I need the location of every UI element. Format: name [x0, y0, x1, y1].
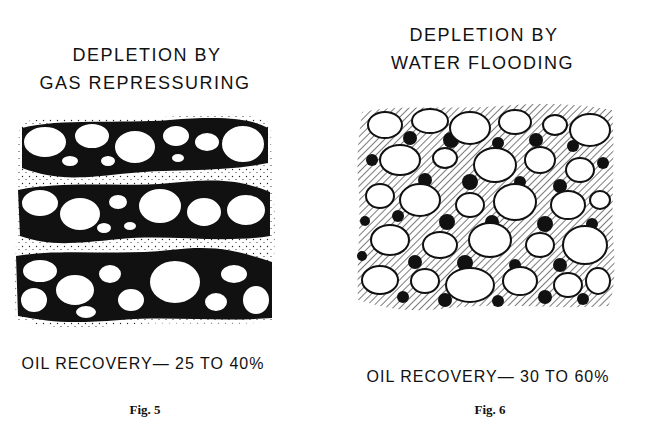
water-region [357, 104, 614, 310]
sand-grain [400, 184, 440, 216]
sand-grain [526, 233, 554, 257]
sand-grain [138, 188, 182, 224]
sand-grain [412, 109, 448, 133]
sand-grain [22, 259, 58, 283]
oil-droplet [462, 174, 478, 190]
sand-grain [186, 197, 222, 227]
sand-grain [98, 264, 122, 284]
sand-grain [503, 267, 537, 295]
sand-grain [220, 264, 248, 284]
sand-grain [75, 305, 97, 319]
sand-grain [108, 194, 128, 210]
sand-grain [74, 123, 110, 149]
sand-grain [456, 193, 484, 217]
sand-grain [366, 184, 394, 208]
sand-grain [226, 194, 266, 226]
sand-grain [162, 125, 190, 147]
sand-grain [242, 285, 270, 315]
oil-droplet [529, 133, 543, 147]
figure-number: Fig. 6 [474, 402, 505, 418]
oil-band [22, 118, 268, 177]
oil-droplet [537, 216, 553, 232]
oil-droplet [408, 255, 422, 269]
sand-grain [371, 225, 409, 255]
sand-grain [61, 155, 79, 167]
sand-grain [566, 158, 594, 182]
sand-grain [149, 260, 201, 304]
sand-grain [474, 148, 516, 182]
recovery-caption: OIL RECOVERY— 30 TO 60% [367, 367, 610, 386]
sand-grain [59, 197, 101, 231]
oil-band [16, 248, 272, 322]
sand-grain [551, 191, 585, 219]
sand-grain [469, 223, 511, 257]
figure-heading: DEPLETION BY WATER FLOODING [391, 21, 577, 77]
sand-grain [96, 222, 112, 234]
sand-grain [525, 147, 555, 173]
sand-grain [563, 226, 607, 264]
gas-region [15, 114, 274, 328]
figure-heading: DEPLETION BY GAS REPRESSURING [40, 41, 255, 97]
sand-grain [494, 184, 536, 220]
sand-grain [446, 268, 494, 302]
sand-grain [554, 273, 582, 297]
sand-grain [55, 274, 95, 306]
sand-grain [21, 189, 59, 217]
sand-grain [194, 132, 220, 152]
sand-grain [204, 292, 228, 312]
recovery-caption: OIL RECOVERY— 25 TO 40% [22, 354, 265, 373]
sand-grain [411, 269, 439, 293]
oil-droplet [553, 258, 567, 272]
sand-grain [117, 288, 145, 312]
sand-grain [380, 145, 420, 175]
sand-grain [499, 110, 531, 134]
sand-grain [570, 114, 610, 146]
sand-grain [586, 268, 610, 294]
sand-grain [433, 148, 457, 168]
oil-droplet [577, 293, 589, 305]
oil-band [18, 180, 270, 243]
oil-droplet [366, 154, 378, 166]
sand-grain [114, 130, 156, 164]
sand-grain [100, 155, 116, 167]
oil-droplet [360, 216, 370, 226]
sand-grain [362, 266, 398, 294]
oil-droplet [392, 210, 404, 222]
sand-grain [20, 287, 48, 313]
oil-droplet [397, 291, 409, 303]
oil-droplet [597, 157, 609, 169]
sand-grain [23, 126, 67, 158]
sand-grain [368, 112, 402, 138]
oil-droplet [538, 290, 552, 304]
sand-grain [590, 191, 610, 209]
oil-droplet [357, 251, 367, 261]
oil-droplet [492, 295, 504, 307]
sand-grain [450, 112, 490, 144]
sand-grain [171, 153, 185, 163]
oil-droplet [403, 131, 417, 145]
sand-grain [221, 125, 265, 163]
sand-grain [423, 232, 457, 258]
oil-droplet [439, 214, 455, 230]
figure-number: Fig. 5 [129, 402, 160, 418]
sand-grain [123, 221, 137, 231]
sand-grain [543, 115, 567, 135]
